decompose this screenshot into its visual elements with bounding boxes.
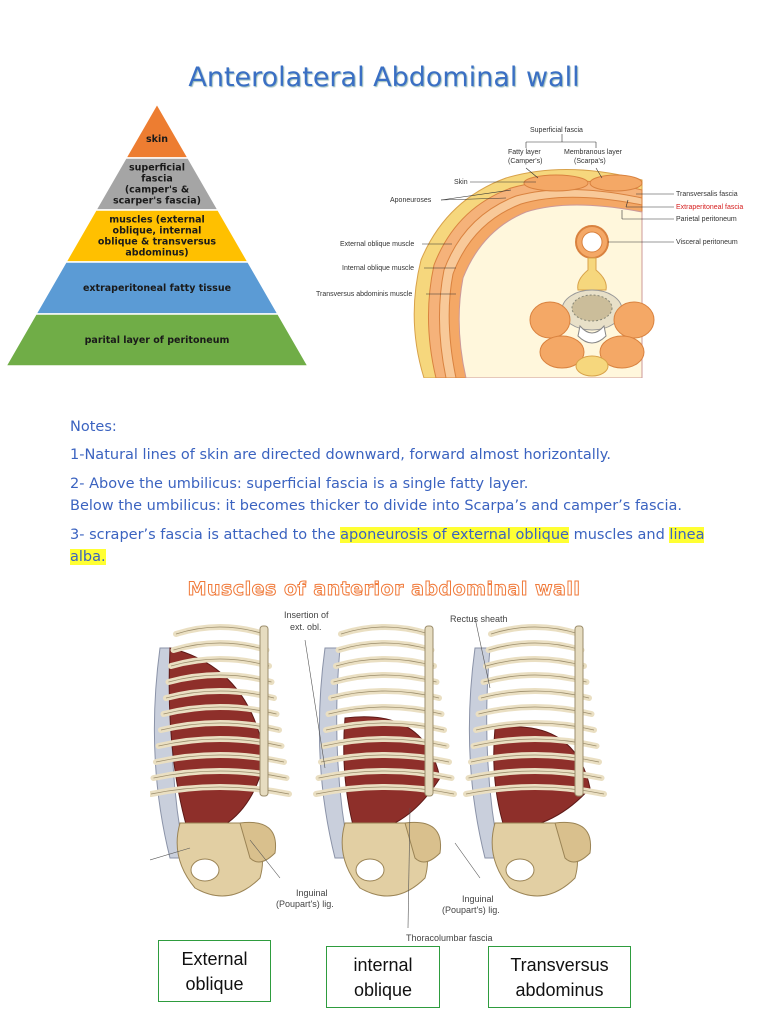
rib-edge-0-9: [153, 770, 287, 779]
note-3-highlight-aponeurosis: aponeurosis of external oblique: [340, 527, 569, 543]
psoas-right: [613, 301, 655, 339]
label-inguinal-2a: Inguinal: [462, 894, 494, 904]
box-external-oblique-line2: oblique: [185, 974, 244, 994]
note-2b: Below the umbilicus: it becomes thicker …: [70, 498, 682, 514]
notes-heading: Notes:: [70, 419, 117, 435]
pyramid-label-1-0: superficial: [129, 163, 185, 174]
label-extraperitoneal-fascia: Extraperitoneal fascia: [676, 204, 743, 211]
label-insertion-2: ext. obl.: [290, 622, 322, 632]
box-external-oblique: External oblique: [158, 940, 271, 1002]
psoas-left: [529, 301, 571, 339]
pelvis-opening-0: [190, 858, 220, 882]
box-internal-oblique: internal oblique: [326, 946, 440, 1008]
spinous-fat: [575, 355, 609, 377]
rib-edge-1-8: [320, 754, 450, 763]
spine-2: [574, 625, 584, 797]
pelvis-opening-2: [505, 858, 535, 882]
pyramid-layer-4: [4, 313, 310, 367]
rib-edge-1-2: [335, 658, 435, 667]
iliac-crest-1: [404, 821, 442, 863]
label-membranous-layer-sub: (Scarpa's): [574, 158, 606, 165]
label-thoracolumbar: Thoracolumbar fascia: [406, 933, 493, 943]
note-3-highlight-alba: alba.: [70, 549, 106, 565]
label-fatty-layer-sub: (Camper's): [508, 158, 542, 165]
note-1: 1-Natural lines of skin are directed dow…: [70, 447, 611, 463]
box-external-oblique-line1: External: [181, 949, 248, 969]
label-transversus-abdominis: Transversus abdominis muscle: [316, 291, 412, 298]
rib-edge-0-2: [170, 658, 270, 667]
box-internal-oblique-line2: oblique: [353, 980, 413, 1000]
rib-edge-0-0: [175, 626, 265, 635]
spinal-canal: [577, 324, 607, 344]
rib-edge-0-8: [155, 754, 285, 763]
rib-edge-1-9: [318, 770, 452, 779]
label-skin: Skin: [454, 179, 468, 186]
pyramid-label-1-2: (camper's &: [125, 185, 189, 196]
cross-section-diagram: Superficial fascia Fatty layer (Camper's…: [316, 127, 743, 378]
pyramid-label-0-0: skin: [146, 134, 168, 145]
rib-edge-2-9: [468, 770, 602, 779]
label-aponeuroses: Aponeuroses: [390, 197, 432, 204]
pyramid-label-2-2: oblique & transversus: [98, 237, 217, 248]
pyramid-label-4-0: parital layer of peritoneum: [85, 335, 230, 346]
spine-1: [424, 625, 434, 797]
rib-edge-1-1: [338, 642, 432, 651]
spine-0: [259, 625, 269, 797]
label-parietal-peritoneum: Parietal peritoneum: [676, 216, 737, 223]
label-fatty-layer: Fatty layer: [508, 149, 541, 156]
vertebral-body-texture: [571, 294, 613, 322]
muscles-heading: Muscles of anterior abdominal wall: [187, 578, 581, 601]
pyramid-label-1-3: scarper's fascia): [113, 196, 201, 207]
rib-edge-2-8: [470, 754, 600, 763]
box-internal-oblique-line1: internal: [353, 955, 413, 975]
mesentery: [577, 257, 607, 291]
rib-edge-2-1: [488, 642, 582, 651]
pyramid-label-3-0: extraperitoneal fatty tissue: [83, 283, 231, 294]
pyramid-label-1-1: fascia: [141, 174, 173, 185]
vessel-lumen: [581, 231, 603, 253]
rectus-muscle-left: [523, 174, 589, 192]
label-insertion-1: Insertion of: [284, 610, 329, 620]
pyramid-label-2-0: muscles (external: [109, 215, 205, 226]
note-3-pre: 3- scraper’s fascia is attached to the: [70, 527, 341, 543]
label-inguinal-1b: (Poupart's) lig.: [276, 899, 334, 909]
note-2a: 2- Above the umbilicus: superficial fasc…: [70, 476, 529, 492]
note-3-mid: muscles and: [568, 527, 670, 543]
back-muscle-left: [539, 335, 585, 369]
rib-edge-2-2: [485, 658, 585, 667]
label-transversalis-fascia: Transversalis fascia: [676, 191, 738, 198]
box-transversus-abdominus: Transversus abdominus: [488, 946, 631, 1008]
note-3: 3- scraper’s fascia is attached to the a…: [70, 524, 750, 568]
label-external-oblique: External oblique muscle: [340, 241, 414, 248]
rib-edge-1-0: [340, 626, 430, 635]
rib-edge-1-10: [315, 786, 455, 795]
label-inguinal-2b: (Poupart's) lig.: [442, 905, 500, 915]
back-muscle-right: [599, 335, 645, 369]
label-visceral-peritoneum: Visceral peritoneum: [676, 239, 738, 246]
box-transversus-line2: abdominus: [515, 980, 604, 1000]
iliac-crest-0: [239, 821, 277, 863]
page-title: Anterolateral Abdominal wall: [188, 62, 580, 93]
box-transversus-line1: Transversus: [510, 955, 609, 975]
label-inguinal-1a: Inguinal: [296, 888, 328, 898]
label-rectus-sheath: Rectus sheath: [450, 614, 508, 624]
pyramid-layer-0: [124, 104, 190, 159]
rib-edge-2-0: [490, 626, 580, 635]
iliac-crest-2: [554, 821, 592, 863]
label-membranous-layer: Membranous layer: [564, 149, 623, 156]
pyramid-label-2-3: abdominus): [125, 248, 188, 259]
rib-edge-2-10: [465, 786, 605, 795]
label-internal-oblique: Internal oblique muscle: [342, 265, 414, 272]
rib-edge-0-10: [150, 786, 290, 795]
rib-edge-0-1: [173, 642, 267, 651]
pyramid-label-2-1: oblique, internal: [113, 226, 202, 237]
rectus-muscle-right: [589, 174, 643, 192]
muscle-illustrations: Insertion of ext. obl. Rectus sheath Ing…: [150, 610, 607, 943]
pelvis-opening-1: [355, 858, 385, 882]
note-3-highlight-linea: linea: [669, 527, 705, 543]
label-superficial-fascia: Superficial fascia: [530, 127, 583, 134]
